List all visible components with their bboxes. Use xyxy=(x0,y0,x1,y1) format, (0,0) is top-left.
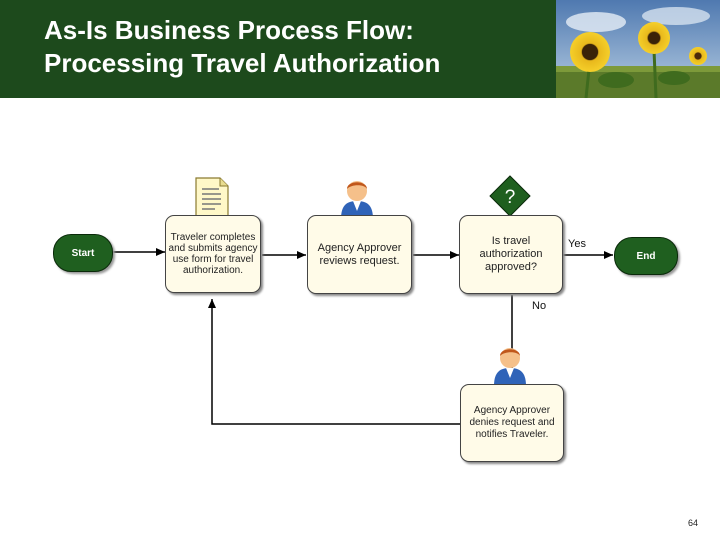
sunflower-photo xyxy=(556,0,720,98)
deny-notify-text: Agency Approver denies request and notif… xyxy=(469,405,555,440)
person-icon xyxy=(341,181,373,219)
question-diamond-icon: ? xyxy=(489,175,531,217)
edge-deny-traveler xyxy=(208,299,460,425)
approver-reviews-text: Agency Approver reviews request. xyxy=(317,241,402,267)
decision-box: Is travel authorization approved? xyxy=(459,215,563,294)
deny-notify-box: Agency Approver denies request and notif… xyxy=(460,384,564,462)
slide-title: As-Is Business Process Flow: Processing … xyxy=(44,14,440,80)
decision-text: Is travel authorization approved? xyxy=(479,235,543,273)
title-bar: As-Is Business Process Flow: Processing … xyxy=(0,0,720,98)
slide-title-line2: Processing Travel Authorization xyxy=(44,48,441,78)
start-terminal: Start xyxy=(53,234,113,272)
no-label: No xyxy=(532,300,547,312)
traveler-submits-box: Traveler completes and submits agency us… xyxy=(165,215,261,293)
document-icon xyxy=(195,177,229,217)
start-label: Start xyxy=(71,247,95,259)
end-terminal: End xyxy=(614,237,678,275)
person-icon xyxy=(494,348,526,386)
yes-label: Yes xyxy=(568,238,586,250)
decision-symbol: ? xyxy=(505,187,516,208)
traveler-submits-text: Traveler completes and submits agency us… xyxy=(168,232,258,276)
slide-title-line1: As-Is Business Process Flow: xyxy=(44,15,414,45)
end-label: End xyxy=(636,250,656,262)
page-number: 64 xyxy=(687,518,698,528)
approver-reviews-box: Agency Approver reviews request. xyxy=(307,215,412,294)
